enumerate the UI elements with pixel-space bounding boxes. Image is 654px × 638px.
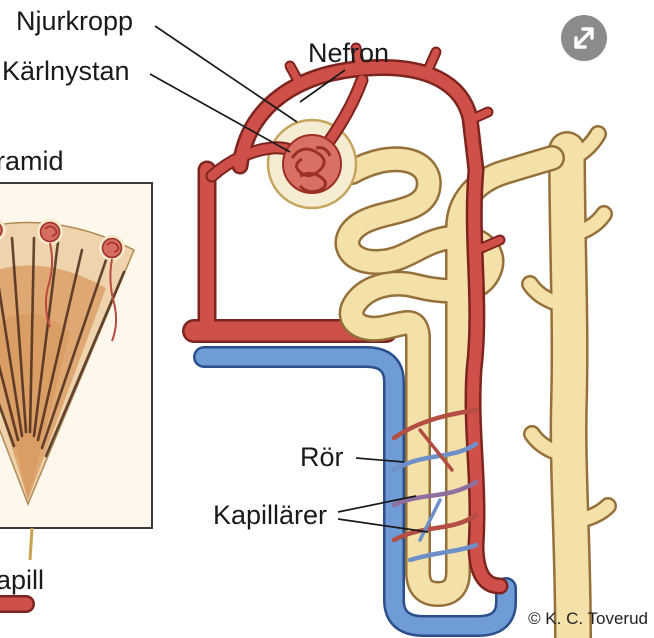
label-kapillarer: Kapillärer — [213, 500, 327, 530]
arterial-arch — [205, 42, 509, 595]
njurkropp-pointer — [154, 25, 298, 123]
tubule-fill — [337, 147, 563, 605]
ror-pointer — [355, 457, 405, 463]
kapillarer-pointer-1 — [337, 495, 417, 513]
credit-text: © K. C. Toverud — [528, 609, 648, 628]
glomerulus — [282, 134, 342, 194]
expand-icon — [574, 27, 594, 49]
karlnystan-pointer — [149, 73, 291, 153]
pyramid-core-shade — [0, 313, 70, 500]
label-nefron: Nefron — [308, 38, 389, 68]
label-kapill-cropped: apill — [0, 565, 44, 595]
collecting-duct — [521, 125, 617, 638]
papilla-duct-line — [28, 527, 34, 561]
label-karlnystan: Kärlnystan — [2, 56, 130, 86]
kapillarer-pointer-2 — [337, 518, 429, 533]
label-ror: Rör — [300, 442, 344, 472]
pyramid-medullary-rays — [0, 236, 126, 458]
collecting-duct-fill — [523, 127, 615, 638]
expand-button[interactable] — [561, 15, 607, 61]
vein — [193, 346, 517, 637]
label-njurkropp: Njurkropp — [16, 6, 133, 36]
nefron-pointer — [299, 69, 346, 103]
nephron-tubule — [334, 145, 565, 608]
capillary-network — [391, 407, 479, 563]
pyramid-glomeruli — [0, 219, 125, 342]
label-pyramid-cropped: ramid — [0, 146, 64, 176]
pyramid-inset — [0, 182, 153, 561]
pointer-lines — [149, 25, 429, 533]
